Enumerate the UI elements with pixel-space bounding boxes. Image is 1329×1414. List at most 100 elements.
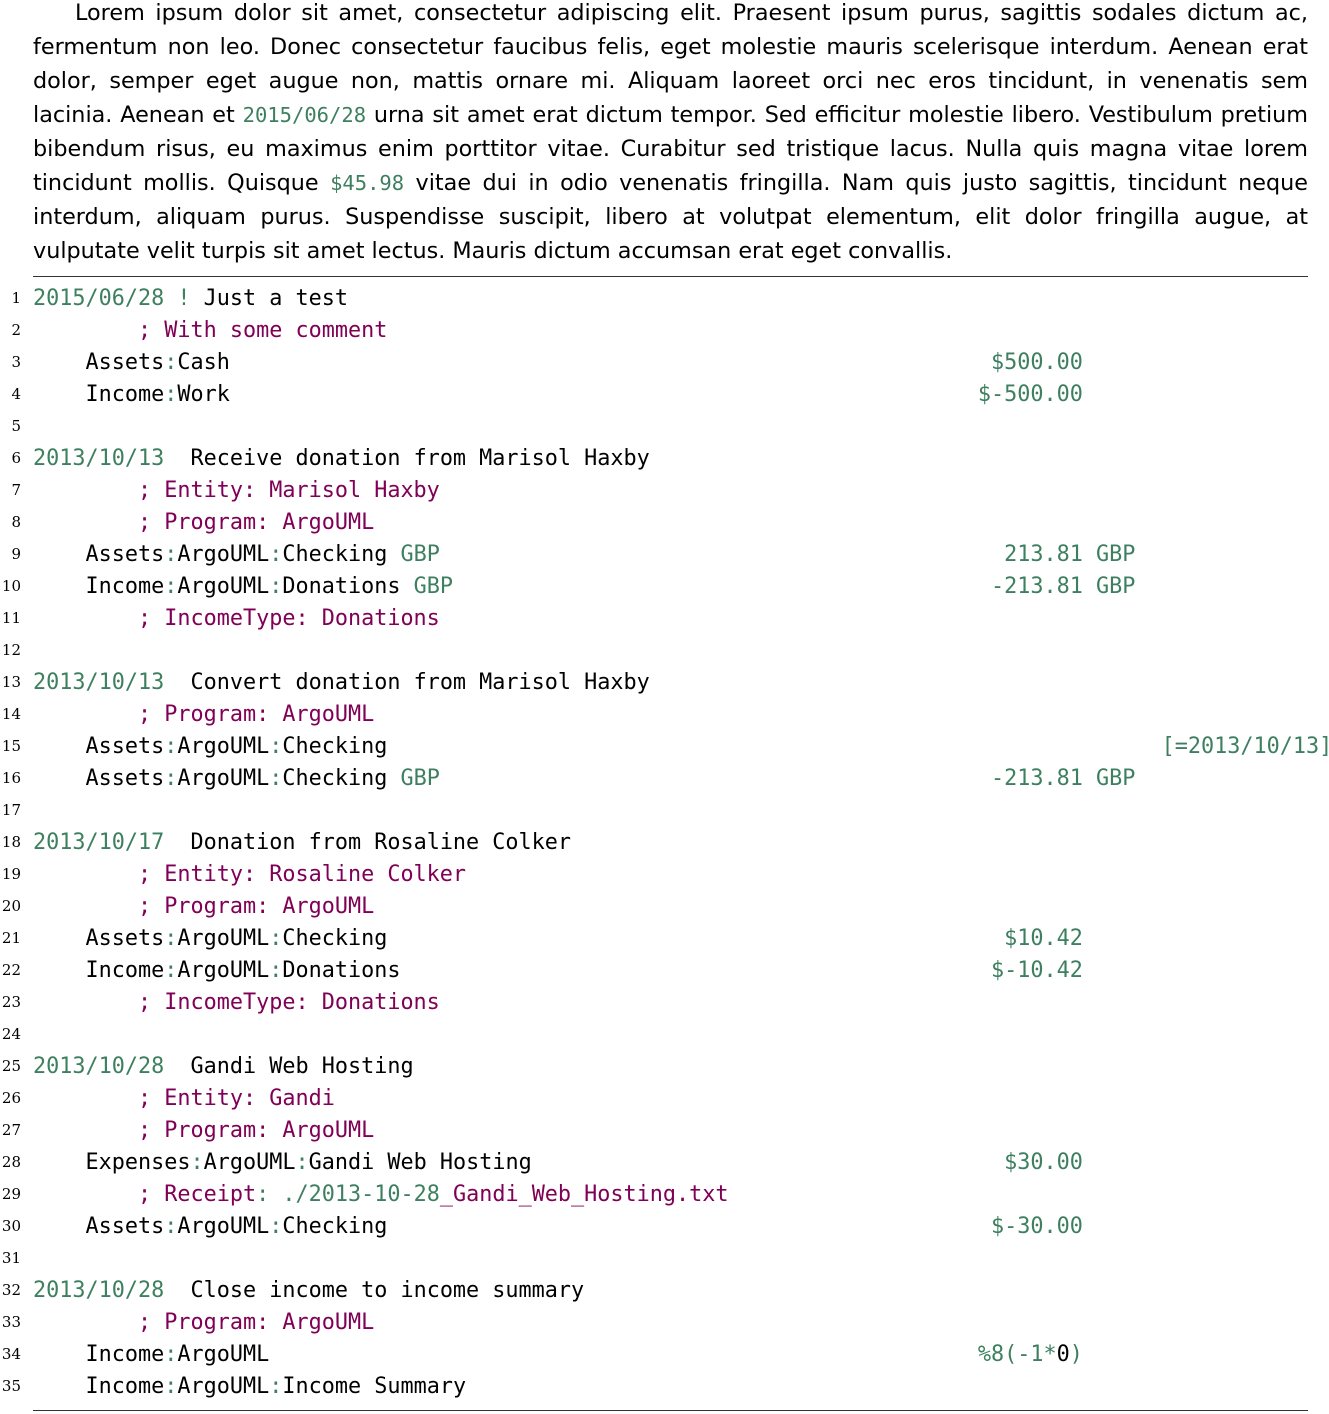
line-number: 3: [11, 353, 21, 371]
code-line: 19 ; Entity: Rosaline Colker: [0, 858, 1329, 890]
code-token: Gandi Web Hosting: [308, 1149, 532, 1175]
code-token: Assets: [33, 925, 165, 951]
code-token: Income Summary: [282, 1373, 467, 1399]
code-line: 6 2013/10/13 Receive donation from Mariso…: [0, 442, 1329, 474]
padding: [440, 542, 1004, 567]
code-token: :: [269, 1213, 283, 1239]
code-line: 20 ; Program: ArgoUML: [0, 890, 1329, 922]
code-token: :: [164, 381, 178, 407]
code-token: !: [164, 285, 204, 311]
code-token: Checking: [282, 541, 388, 567]
body-paragraph: Lorem ipsum dolor sit amet, consectetur …: [33, 0, 1308, 268]
code-token: ArgoUML: [177, 1341, 270, 1367]
code-text: 2013/10/28 Gandi Web Hosting: [33, 1054, 414, 1079]
padding: [269, 1342, 978, 1367]
code-token: :: [164, 957, 178, 983]
code-line: 10 Income:ArgoUML:Donations GBP -213.81 …: [0, 570, 1329, 602]
code-line: 7 ; Entity: Marisol Haxby: [0, 474, 1329, 506]
code-text: ; Program: ArgoUML: [33, 702, 374, 727]
code-token: ; Program: ArgoUML: [33, 509, 375, 535]
padding: [387, 926, 1004, 951]
code-text: Assets:ArgoUML:Checking [=2013/10/13]: [33, 734, 1329, 759]
line-number: 9: [11, 545, 21, 563]
padding: [453, 574, 991, 599]
code-line: 23 ; IncomeType: Donations: [0, 986, 1329, 1018]
code-token: :: [269, 957, 283, 983]
code-text: 2013/10/28 Close income to income summar…: [33, 1278, 584, 1303]
date-assertion: [=2013/10/13]: [1161, 733, 1329, 759]
code-line: 5: [0, 410, 1329, 442]
code-token: 2013/10/28: [33, 1053, 165, 1079]
code-line: 3 Assets:Cash $500.00: [0, 346, 1329, 378]
code-text: Expenses:ArgoUML:Gandi Web Hosting $30.0…: [33, 1149, 1082, 1175]
amount: ): [1069, 1341, 1083, 1367]
code-line: 12: [0, 634, 1329, 666]
listing-top-rule: [33, 276, 1308, 277]
code-token: :: [164, 733, 178, 759]
code-line: 30 Assets:ArgoUML:Checking $-30.00: [0, 1210, 1329, 1242]
code-token: 2013/10/13: [33, 445, 165, 471]
inline-code: 2015/06/28: [242, 103, 367, 127]
line-number: 11: [1, 609, 21, 627]
commodity: GBP: [400, 573, 453, 599]
code-token: ; IncomeType: Donations: [33, 605, 440, 631]
code-line: 14 ; Program: ArgoUML: [0, 698, 1329, 730]
code-token: :: [164, 1341, 178, 1367]
code-line: 17: [0, 794, 1329, 826]
code-line: 21 Assets:ArgoUML:Checking $10.42: [0, 922, 1329, 954]
line-number: 18: [1, 833, 21, 851]
code-token: Donations: [282, 573, 401, 599]
code-token: :: [295, 1149, 309, 1175]
code-token: :: [164, 1373, 178, 1399]
line-number: 24: [1, 1025, 21, 1043]
line-number: 1: [11, 289, 21, 307]
code-text: ; Entity: Gandi: [33, 1086, 335, 1111]
line-number: 28: [1, 1153, 21, 1171]
code-token: Convert donation from Marisol Haxby: [164, 669, 650, 695]
line-number: 6: [11, 449, 21, 467]
code-line: 31: [0, 1242, 1329, 1274]
code-text: 2013/10/13 Receive donation from Marisol…: [33, 446, 650, 471]
line-number: 30: [1, 1217, 21, 1235]
padding: [387, 734, 1161, 759]
code-token: :: [269, 925, 283, 951]
code-token: Income: [33, 573, 165, 599]
amount: $10.42: [1004, 925, 1083, 951]
code-token: ; With some comment: [33, 317, 388, 343]
amount: $-10.42: [991, 957, 1083, 983]
code-line: 28 Expenses:ArgoUML:Gandi Web Hosting $3…: [0, 1146, 1329, 1178]
code-token: ArgoUML: [177, 733, 270, 759]
code-token: Just a test: [203, 285, 348, 311]
code-token: :: [164, 925, 178, 951]
code-token: ; IncomeType: Donations: [33, 989, 440, 1015]
code-token: Donations: [282, 957, 401, 983]
code-token: 2013/10/17: [33, 829, 165, 855]
code-text: Assets:ArgoUML:Checking $-30.00: [33, 1213, 1082, 1239]
code-token: ArgoUML: [177, 765, 270, 791]
line-number: 13: [1, 673, 21, 691]
paragraph-text: urna sit amet erat dictum tempor. Sed ef…: [33, 102, 1308, 196]
amount: 0: [1056, 1341, 1070, 1367]
code-token: Cash: [177, 349, 230, 375]
code-line: 29 ; Receipt: ./2013-10-28_Gandi_Web_Hos…: [0, 1178, 1329, 1210]
amount: -213.81: [991, 765, 1083, 791]
code-token: :: [164, 573, 178, 599]
code-token: ; Entity: Gandi: [33, 1085, 335, 1111]
code-text: Income:ArgoUML %8(-1*0): [33, 1341, 1083, 1367]
line-number: 14: [1, 705, 21, 723]
code-line: 26 ; Entity: Gandi: [0, 1082, 1329, 1114]
code-token: Receive donation from Marisol Haxby: [164, 445, 650, 471]
line-number: 2: [11, 321, 21, 339]
code-token: ArgoUML: [177, 1373, 270, 1399]
line-number: 17: [1, 801, 21, 819]
code-token: Checking: [282, 925, 388, 951]
code-token: :: [269, 733, 283, 759]
code-text: ; Entity: Rosaline Colker: [33, 862, 466, 887]
code-token: :: [164, 349, 178, 375]
code-line: 24: [0, 1018, 1329, 1050]
code-token: ArgoUML: [177, 1213, 270, 1239]
code-text: ; Program: ArgoUML: [33, 510, 374, 535]
code-token: :: [269, 573, 283, 599]
line-number: 21: [1, 929, 21, 947]
line-number: 26: [1, 1089, 21, 1107]
